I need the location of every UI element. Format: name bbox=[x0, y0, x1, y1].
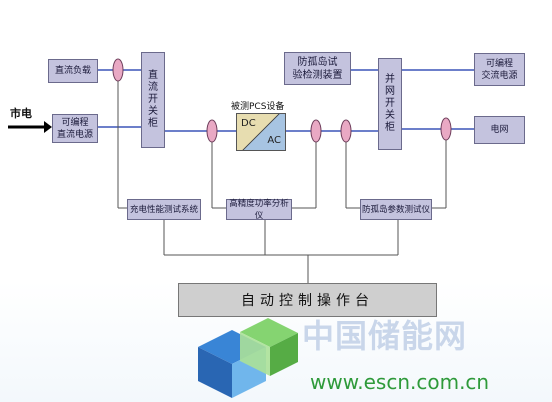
connector-3 bbox=[310, 119, 322, 143]
dc-cabinet-char: 流 bbox=[148, 82, 158, 93]
grid-cabinet-char: 网 bbox=[385, 86, 395, 97]
mains-arrow bbox=[8, 121, 52, 133]
dc-source-line-2: 直流电源 bbox=[56, 129, 93, 140]
ac-source-line-2: 交流电源 bbox=[481, 70, 518, 81]
programmable-dc-source-box: 可编程 直流电源 bbox=[52, 114, 98, 143]
dc-source-line-1: 可编程 bbox=[61, 117, 89, 128]
pcs-dc-ac-converter: DC AC bbox=[236, 113, 286, 151]
grid-switch-cabinet: 并 网 开 关 柜 bbox=[378, 58, 402, 150]
automatic-control-console: 自动控制操作台 bbox=[178, 283, 437, 317]
dc-label: DC bbox=[241, 118, 256, 129]
dc-cabinet-char: 柜 bbox=[148, 118, 158, 129]
grid-cabinet-char: 并 bbox=[385, 74, 395, 85]
watermark-url: www.escn.com.cn bbox=[310, 370, 490, 394]
dc-cabinet-char: 开 bbox=[148, 94, 158, 105]
pcs-device-label: 被测PCS设备 bbox=[231, 102, 285, 112]
grid-box: 电网 bbox=[474, 116, 525, 144]
anti-island-line-2: 验检测装置 bbox=[292, 69, 343, 81]
connector-1 bbox=[112, 58, 124, 82]
charge-performance-test-system: 充电性能测试系统 bbox=[127, 199, 201, 220]
dc-cabinet-char: 直 bbox=[148, 70, 158, 81]
connector-5 bbox=[440, 117, 452, 141]
power-analyzer-box: 高精度功率分析仪 bbox=[226, 199, 292, 221]
anti-islanding-test-device: 防孤岛试 验检测装置 bbox=[284, 52, 351, 85]
watermark-brand: 中国储能网 bbox=[302, 317, 468, 355]
watermark-cube-logo bbox=[198, 318, 298, 398]
ac-source-line-1: 可编程 bbox=[485, 58, 513, 69]
connector-2 bbox=[206, 119, 218, 143]
dc-switch-cabinet: 直 流 开 关 柜 bbox=[141, 52, 165, 148]
mains-label: 市电 bbox=[10, 107, 32, 120]
anti-islanding-parameter-tester: 防孤岛参数测试仪 bbox=[360, 199, 432, 220]
grid-cabinet-char: 关 bbox=[385, 110, 395, 121]
connector-4 bbox=[340, 119, 352, 143]
grid-cabinet-char: 开 bbox=[385, 98, 395, 109]
programmable-ac-source-box: 可编程 交流电源 bbox=[474, 53, 525, 86]
anti-island-line-1: 防孤岛试 bbox=[297, 56, 338, 68]
dc-cabinet-char: 关 bbox=[148, 106, 158, 117]
ac-label: AC bbox=[267, 135, 281, 146]
dc-load-box: 直流负载 bbox=[48, 59, 98, 83]
grid-cabinet-char: 柜 bbox=[385, 122, 395, 133]
